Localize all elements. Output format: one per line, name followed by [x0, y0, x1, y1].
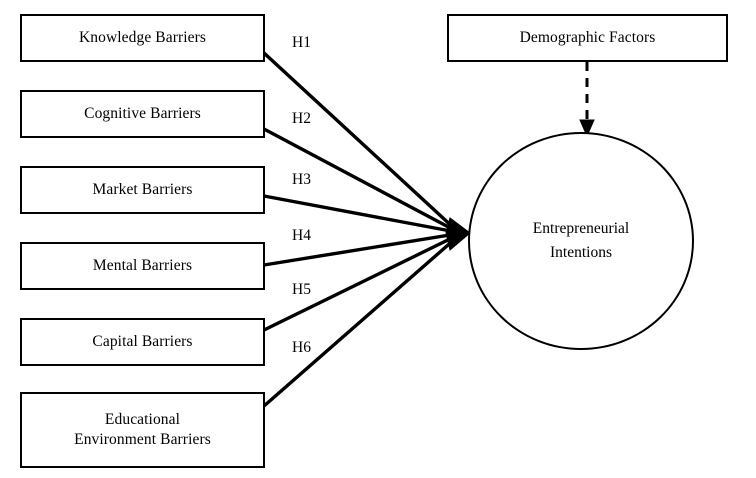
- hypothesis-label-h1: H1: [292, 34, 311, 51]
- node-educational-environment-barriers-line1: Educational: [104, 411, 181, 429]
- node-entrepreneurial-intentions-line1: Entrepreneurial: [532, 219, 630, 237]
- node-mental-barriers-label: Mental Barriers: [92, 257, 193, 275]
- arrowhead-moderation: [579, 119, 595, 138]
- node-capital-barriers[interactable]: Capital Barriers: [20, 318, 265, 366]
- hypothesis-label-h3: H3: [292, 171, 311, 188]
- node-cognitive-barriers-label: Cognitive Barriers: [84, 105, 201, 123]
- path-h5: [262, 234, 458, 332]
- path-h2: [262, 127, 458, 233]
- node-demographic-factors[interactable]: Demographic Factors: [447, 14, 728, 62]
- node-entrepreneurial-intentions-line2: Intentions: [549, 244, 612, 261]
- node-entrepreneurial-intentions-label: Entrepreneurial Intentions: [533, 217, 629, 265]
- node-educational-environment-barriers-label: Educational Environment Barriers: [22, 410, 263, 450]
- node-capital-barriers-label: Capital Barriers: [92, 333, 193, 351]
- arrowhead-converging: [445, 217, 471, 251]
- node-demographic-factors-label: Demographic Factors: [519, 29, 656, 47]
- node-entrepreneurial-intentions[interactable]: Entrepreneurial Intentions: [468, 132, 694, 350]
- hypothesis-label-h4: H4: [292, 227, 311, 244]
- path-h6: [262, 236, 458, 408]
- hypothesis-label-h6: H6: [292, 339, 311, 356]
- path-h1: [262, 51, 458, 232]
- path-h4: [262, 232, 458, 267]
- node-educational-environment-barriers[interactable]: Educational Environment Barriers: [20, 392, 265, 468]
- hypothesis-label-h2: H2: [292, 110, 311, 127]
- node-market-barriers-label: Market Barriers: [92, 181, 193, 199]
- node-educational-environment-barriers-line2: Environment Barriers: [74, 431, 211, 448]
- hypothesis-label-h5: H5: [292, 281, 311, 298]
- path-h3: [262, 194, 458, 234]
- node-mental-barriers[interactable]: Mental Barriers: [20, 242, 265, 290]
- node-knowledge-barriers-label: Knowledge Barriers: [78, 29, 207, 47]
- node-market-barriers[interactable]: Market Barriers: [20, 166, 265, 214]
- node-knowledge-barriers[interactable]: Knowledge Barriers: [20, 14, 265, 62]
- node-cognitive-barriers[interactable]: Cognitive Barriers: [20, 90, 265, 138]
